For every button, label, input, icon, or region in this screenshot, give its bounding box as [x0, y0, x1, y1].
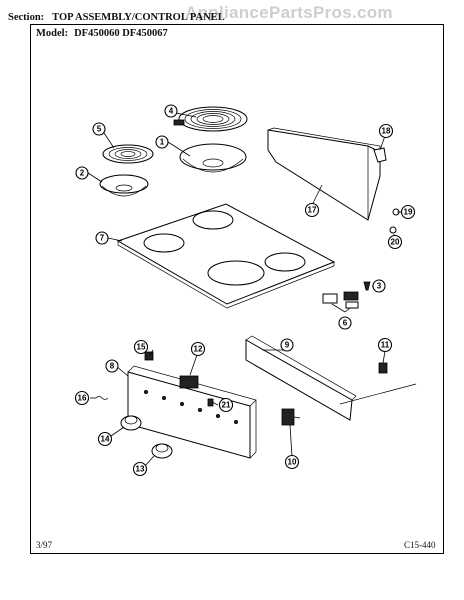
svg-text:21: 21 [222, 401, 231, 410]
section-label: Section: [8, 12, 45, 23]
surface-element-large [173, 106, 248, 132]
mounting-bracket [245, 335, 417, 421]
cooktop [116, 203, 336, 309]
drip-bowl-large [179, 143, 247, 173]
svg-text:2: 2 [80, 169, 85, 178]
watermark: AppliancePartsPros.com [185, 3, 393, 22]
svg-text:10: 10 [288, 458, 297, 467]
callout-7: 7 [95, 231, 109, 245]
callout-16: 16 [74, 390, 90, 406]
svg-text:13: 13 [136, 465, 145, 474]
model-label: Model: [36, 28, 69, 39]
callout-20: 20 [387, 234, 403, 250]
section-value: TOP ASSEMBLY/CONTROL PANEL [52, 12, 225, 23]
model-header: Model: DF450060 DF450067 [36, 28, 168, 39]
svg-text:19: 19 [404, 208, 413, 217]
control-knob-2 [151, 443, 173, 459]
svg-text:8: 8 [110, 362, 115, 371]
callout-2: 2 [75, 166, 89, 180]
drip-bowl-small [99, 174, 149, 197]
svg-text:6: 6 [343, 319, 348, 328]
svg-text:11: 11 [381, 341, 390, 350]
svg-text:3: 3 [377, 282, 382, 291]
svg-text:14: 14 [101, 435, 110, 444]
callout-10: 10 [284, 454, 300, 470]
backguard-panel [267, 127, 381, 221]
svg-text:17: 17 [308, 206, 317, 215]
callout-4: 4 [164, 104, 178, 118]
surface-element-small [102, 144, 154, 164]
svg-text:9: 9 [285, 341, 290, 350]
footer-code: C15-440 [404, 540, 436, 550]
callout-19: 19 [400, 204, 416, 220]
callout-18: 18 [378, 123, 394, 139]
callout-12: 12 [190, 341, 206, 357]
svg-text:20: 20 [391, 238, 400, 247]
svg-text:15: 15 [137, 343, 146, 352]
control-knob-1 [120, 415, 142, 431]
callout-1: 1 [155, 135, 169, 149]
svg-text:5: 5 [97, 125, 102, 134]
callout-3: 3 [372, 279, 386, 293]
svg-text:16: 16 [78, 394, 87, 403]
svg-text:7: 7 [100, 234, 105, 243]
svg-text:1: 1 [160, 138, 165, 147]
callout-13: 13 [132, 461, 148, 477]
callout-14: 14 [97, 431, 113, 447]
footer-date: 3/97 [36, 540, 53, 550]
callout-21: 21 [218, 397, 234, 413]
hinge-set [322, 291, 359, 309]
callout-15: 15 [133, 339, 149, 355]
svg-text:4: 4 [169, 107, 174, 116]
callout-17: 17 [304, 202, 320, 218]
callout-8: 8 [105, 359, 119, 373]
callout-5: 5 [92, 122, 106, 136]
callout-9: 9 [280, 338, 294, 352]
diagram-frame [30, 24, 444, 554]
svg-text:18: 18 [382, 127, 391, 136]
model-value: DF450060 DF450067 [74, 28, 168, 39]
callout-6: 6 [338, 316, 352, 330]
svg-text:12: 12 [194, 345, 203, 354]
section-header: Section: TOP ASSEMBLY/CONTROL PANEL [8, 12, 225, 23]
callout-11: 11 [377, 337, 393, 353]
